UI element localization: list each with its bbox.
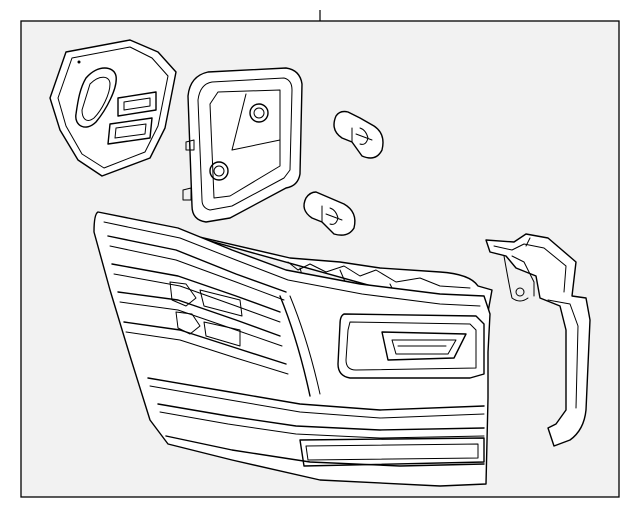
mounting-bracket (485, 233, 591, 447)
bulb-holder-gasket (182, 67, 303, 223)
bulb-upper (333, 110, 384, 159)
tail-lamp-assembly (93, 211, 493, 487)
bulb-lower (303, 191, 356, 236)
bulb-socket-cover (49, 39, 177, 177)
